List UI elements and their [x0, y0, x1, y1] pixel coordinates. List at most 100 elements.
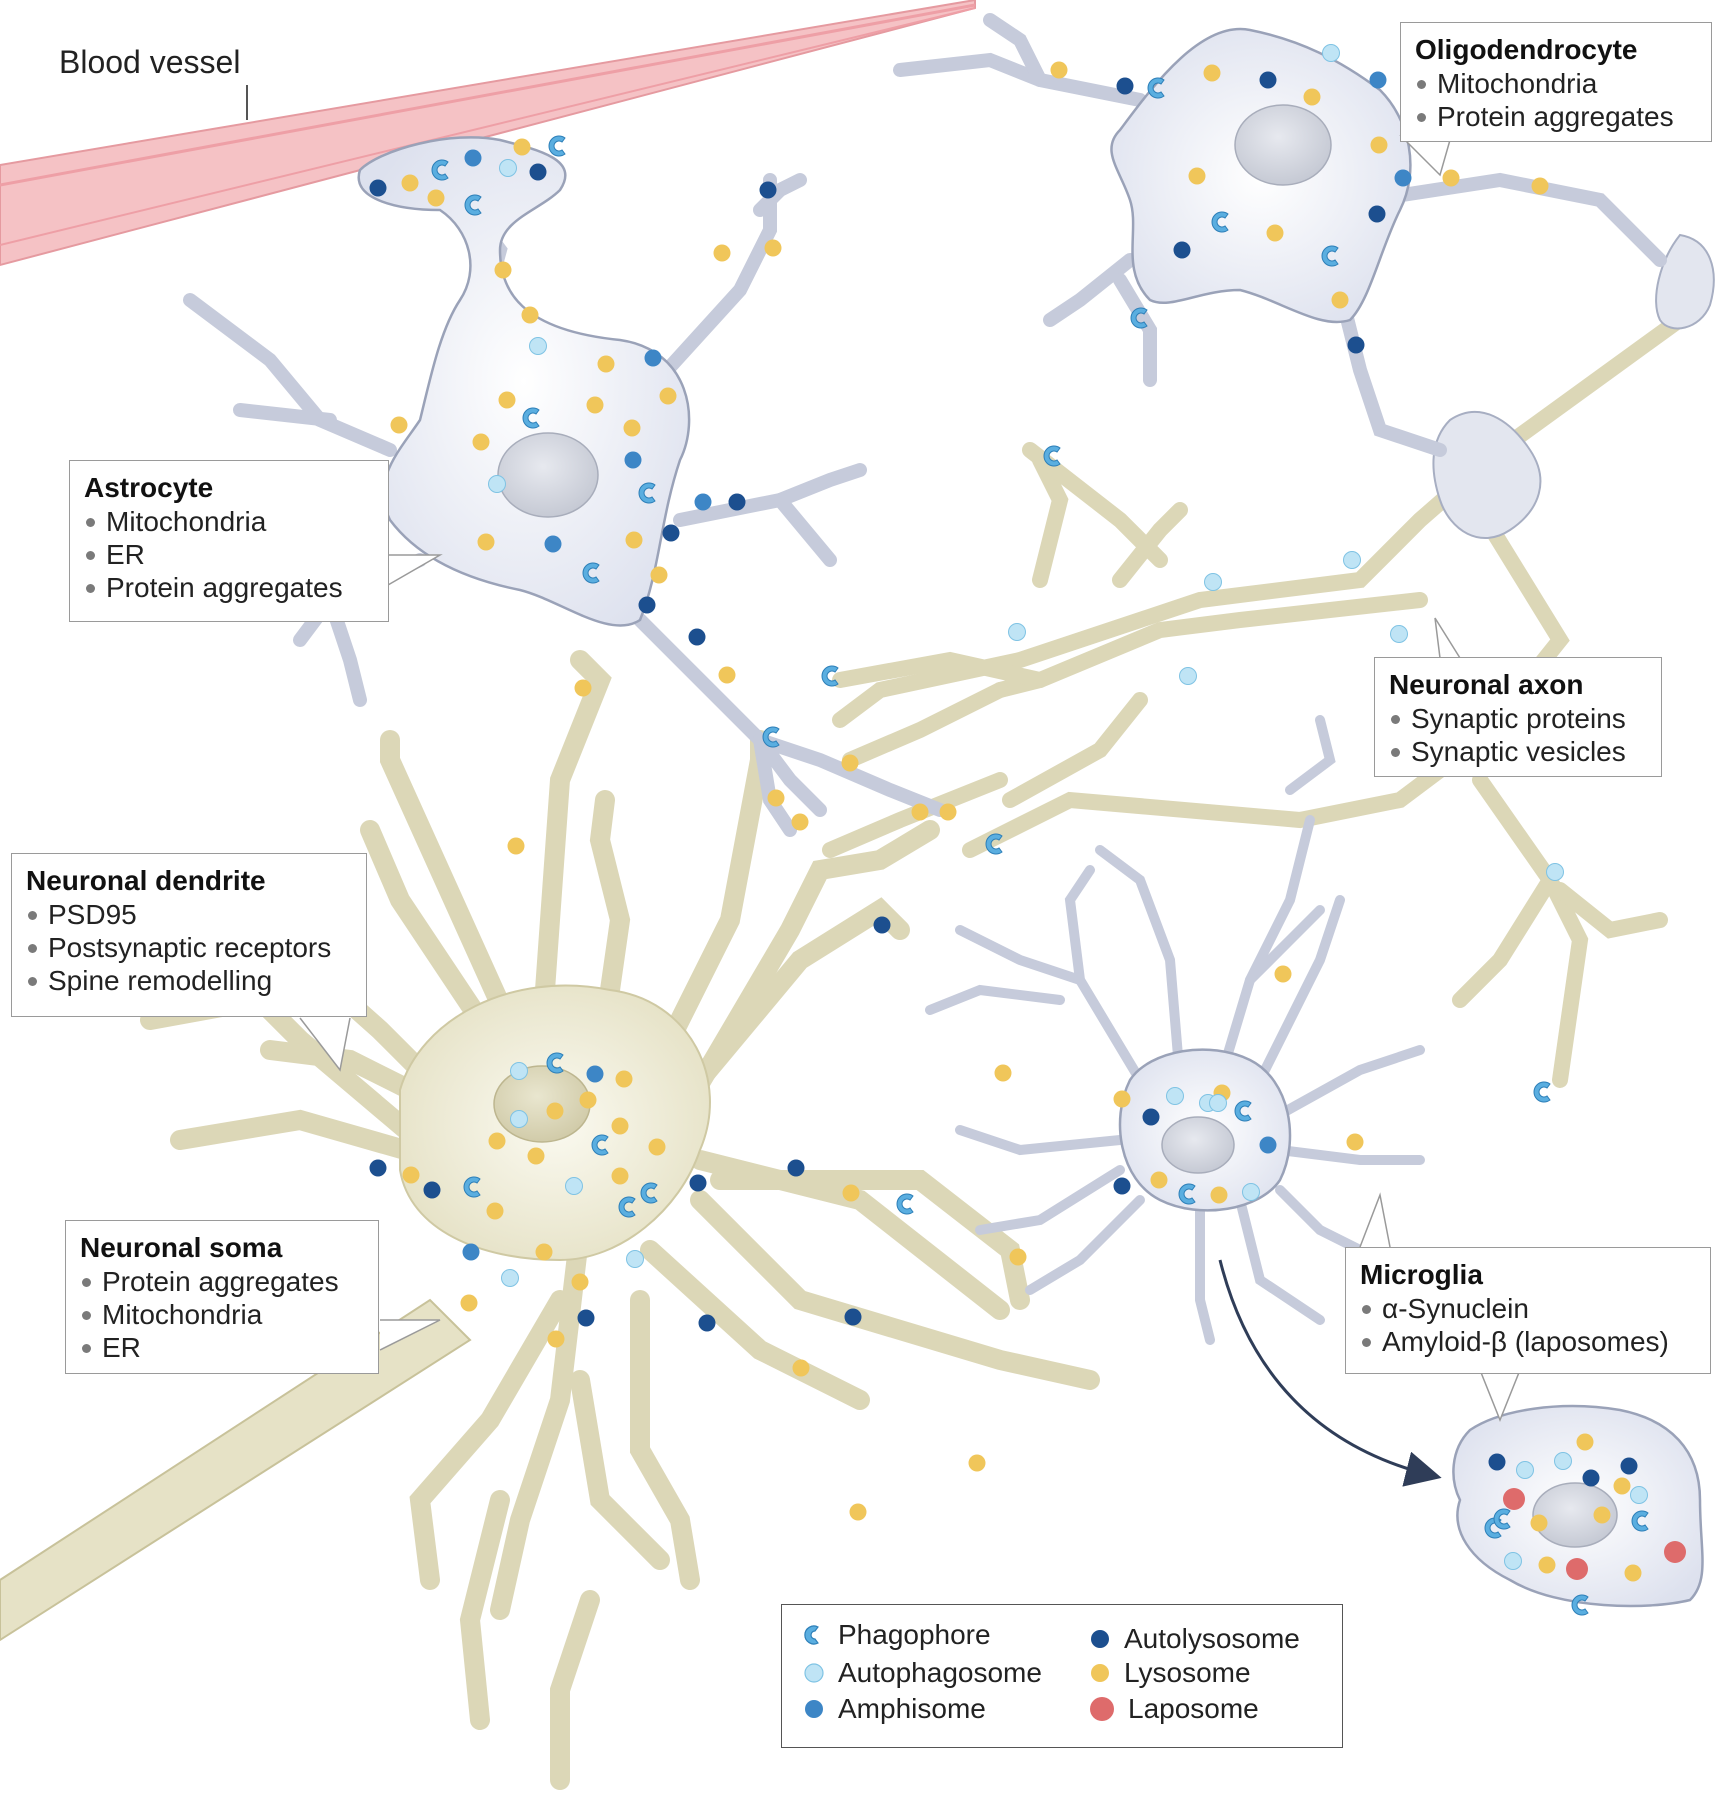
- autophagosome-icon: [1209, 1094, 1227, 1112]
- phagophore-icon: [1234, 1100, 1252, 1122]
- autophagosome-icon: [501, 1269, 519, 1287]
- lysosome-icon: [513, 138, 531, 156]
- autophagosome-icon: [529, 337, 547, 355]
- astrocyte: [183, 136, 947, 837]
- microglia: [925, 715, 1425, 1345]
- autophagosome-icon: [1343, 551, 1361, 569]
- lysosome-icon: [1576, 1433, 1594, 1451]
- autolysosome-icon: [1091, 1630, 1109, 1648]
- lysosome-icon: [841, 754, 859, 772]
- autolysosome-icon: [1620, 1457, 1638, 1475]
- autophagosome-icon: [626, 1250, 644, 1268]
- phagophore-icon: [640, 1182, 658, 1204]
- astrocyte-title: Astrocyte: [84, 472, 214, 503]
- dendrite-title: Neuronal dendrite: [26, 865, 266, 896]
- microglia-item: α-Synuclein: [1360, 1292, 1696, 1325]
- astrocyte-item: Protein aggregates: [84, 571, 374, 604]
- legend-item-autophagosome: Autophagosome: [802, 1657, 1042, 1689]
- dendrite-item: Postsynaptic receptors: [26, 931, 352, 964]
- legend-label: Amphisome: [838, 1693, 986, 1724]
- phagophore-icon: [896, 1193, 914, 1215]
- autophagosome-icon: [1554, 1452, 1572, 1470]
- transition-arrow: [1218, 1259, 1442, 1487]
- blood-vessel: [0, 0, 976, 267]
- autolysosome-icon: [1582, 1469, 1600, 1487]
- oligodendrocyte-title: Oligodendrocyte: [1415, 34, 1638, 65]
- lysosome-icon: [571, 1273, 589, 1291]
- autophagosome-icon: [1008, 623, 1026, 641]
- lysosome-icon: [1210, 1186, 1228, 1204]
- phagophore-icon: [431, 159, 449, 181]
- lysosome-icon: [494, 261, 512, 279]
- lysosome-icon: [547, 1330, 565, 1348]
- lysosome-icon: [968, 1454, 986, 1472]
- lysosome-icon: [527, 1147, 545, 1165]
- autolysosome-icon: [759, 181, 777, 199]
- phagophore-icon: [582, 562, 600, 584]
- phagophore-icon: [1043, 445, 1061, 467]
- autophagosome-icon: [510, 1110, 528, 1128]
- lysosome-icon: [546, 1102, 564, 1120]
- lysosome-icon: [718, 666, 736, 684]
- autolysosome-icon: [423, 1181, 441, 1199]
- oligodendrocyte-callout: Oligodendrocyte Mitochondria Protein agg…: [1400, 22, 1712, 142]
- phagophore-icon: [804, 1625, 819, 1645]
- lysosome-icon: [764, 239, 782, 257]
- autophagosome-icon: [1166, 1087, 1184, 1105]
- lysosome-icon: [390, 416, 408, 434]
- lysosome-icon: [791, 813, 809, 831]
- axon-item: Synaptic proteins: [1389, 702, 1647, 735]
- legend-label: Autolysosome: [1124, 1623, 1300, 1654]
- autophagosome-icon: [1630, 1486, 1648, 1504]
- blood-vessel-label: Blood vessel: [59, 44, 241, 80]
- lysosome-icon: [625, 531, 643, 549]
- autophagosome-icon: [499, 159, 517, 177]
- lysosome-icon: [623, 419, 641, 437]
- autolysosome-icon: [662, 524, 680, 542]
- autophagosome-icon: [1242, 1183, 1260, 1201]
- lysosome-icon: [597, 355, 615, 373]
- lysosome-icon: [498, 391, 516, 409]
- lysosome-icon: [535, 1243, 553, 1261]
- lysosome-icon: [488, 1132, 506, 1150]
- callout-pointers: [299, 134, 1521, 1423]
- lysosome-icon: [477, 533, 495, 551]
- lysosome-icon: [472, 433, 490, 451]
- amphisome-icon: [464, 149, 482, 167]
- microglia-title: Microglia: [1360, 1259, 1483, 1290]
- laposome-icon: [1503, 1488, 1525, 1510]
- autolysosome-icon: [369, 1159, 387, 1177]
- laposome-icon: [1090, 1697, 1114, 1721]
- lysosome-icon: [849, 1503, 867, 1521]
- phagophore-icon: [821, 665, 839, 687]
- neuron: [0, 650, 1100, 1790]
- lysosome-icon: [460, 1294, 478, 1312]
- lysosome-icon: [486, 1202, 504, 1220]
- autolysosome-icon: [369, 179, 387, 197]
- phagophore-icon: [546, 1052, 564, 1074]
- lysosome-icon: [611, 1167, 629, 1185]
- phagophore-icon: [1178, 1183, 1196, 1205]
- legend: Phagophore Autolysosome Autophagosome Ly…: [781, 1604, 1343, 1748]
- phagophore-icon: [1493, 1508, 1511, 1530]
- autophagosome-icon: [1390, 625, 1408, 643]
- autophagosome-icon: [1179, 667, 1197, 685]
- lysosome-icon: [939, 803, 957, 821]
- lysosome-icon: [1303, 88, 1321, 106]
- autolysosome-icon: [1113, 1177, 1131, 1195]
- soma-callout: Neuronal soma Protein aggregates Mitocho…: [65, 1220, 379, 1374]
- autophagosome-icon: [804, 1663, 824, 1683]
- axon-title: Neuronal axon: [1389, 669, 1584, 700]
- amphisome-icon: [694, 493, 712, 511]
- lysosome-icon: [1113, 1090, 1131, 1108]
- myelin-sheath: [1432, 233, 1715, 540]
- autolysosome-icon: [1116, 77, 1134, 95]
- soma-title: Neuronal soma: [80, 1232, 283, 1263]
- autophagosome-icon: [488, 475, 506, 493]
- legend-item-lysosome: Lysosome: [1088, 1657, 1251, 1689]
- autophagosome-icon: [1516, 1461, 1534, 1479]
- autophagosome-icon: [510, 1062, 528, 1080]
- lysosome-icon: [1346, 1133, 1364, 1151]
- autophagosome-icon: [565, 1177, 583, 1195]
- phagophore-icon: [1571, 1594, 1589, 1616]
